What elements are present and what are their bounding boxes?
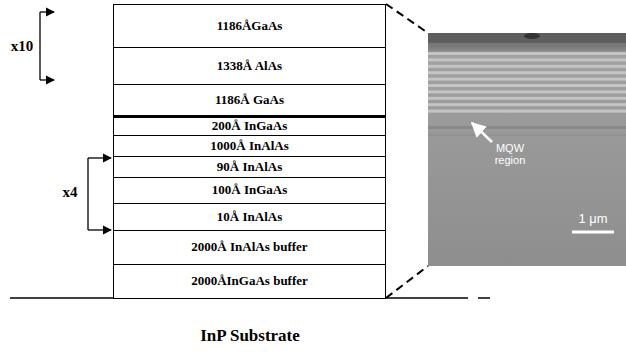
zoom-line bbox=[386, 4, 428, 298]
repeat-count: x4 bbox=[63, 184, 78, 201]
mqw-stripe bbox=[428, 103, 626, 106]
mqw-stripe bbox=[428, 84, 626, 87]
layer-label: 1338Å AlAs bbox=[217, 59, 282, 73]
layer-box: 2000ÅInGaAs buffer bbox=[113, 264, 386, 299]
layer-label: 1186Å GaAs bbox=[215, 93, 284, 107]
substrate-label: InP Substrate bbox=[200, 327, 300, 346]
layer-label: 1000Å InAlAs bbox=[210, 139, 288, 153]
layer-label: 1186ÅGaAs bbox=[217, 19, 283, 33]
repeat-bracket bbox=[40, 12, 54, 80]
mqw-stripe bbox=[428, 65, 626, 68]
scale-label: 1 μm bbox=[578, 212, 607, 226]
layer-label: 100Å InGaAs bbox=[212, 183, 288, 197]
layer-box: 1186Å GaAs bbox=[113, 84, 386, 118]
repeat-count: x10 bbox=[11, 38, 34, 55]
layer-box: 10Å InAlAs bbox=[113, 203, 386, 231]
region-callout: MQW region bbox=[485, 142, 535, 166]
layer-box: 200Å InGaAs bbox=[113, 117, 386, 136]
layer-label: 10Å InAlAs bbox=[217, 210, 282, 224]
layer-label: 2000Å InAlAs buffer bbox=[191, 240, 307, 254]
layer-box: 90Å InAlAs bbox=[113, 156, 386, 178]
layer-box: 100Å InGaAs bbox=[113, 177, 386, 204]
layer-label: 2000ÅInGaAs buffer bbox=[191, 274, 308, 288]
repeat-bracket bbox=[88, 158, 111, 230]
mqw-stripe bbox=[428, 58, 626, 61]
mqw-stripe bbox=[428, 52, 626, 55]
mqw-stripe bbox=[428, 97, 626, 100]
mqw-stripe bbox=[428, 90, 626, 93]
layer-box: 1000Å InAlAs bbox=[113, 135, 386, 157]
tem-micrograph bbox=[428, 33, 626, 266]
layer-box: 1186ÅGaAs bbox=[113, 4, 386, 48]
layer-label: 200Å InGaAs bbox=[212, 119, 288, 133]
mqw-stripe bbox=[428, 78, 626, 81]
mqw-stripe bbox=[428, 110, 626, 113]
layer-box: 1338Å AlAs bbox=[113, 47, 386, 85]
mqw-stripe bbox=[428, 71, 626, 74]
layer-box: 2000Å InAlAs buffer bbox=[113, 230, 386, 265]
layer-label: 90Å InAlAs bbox=[217, 160, 282, 174]
